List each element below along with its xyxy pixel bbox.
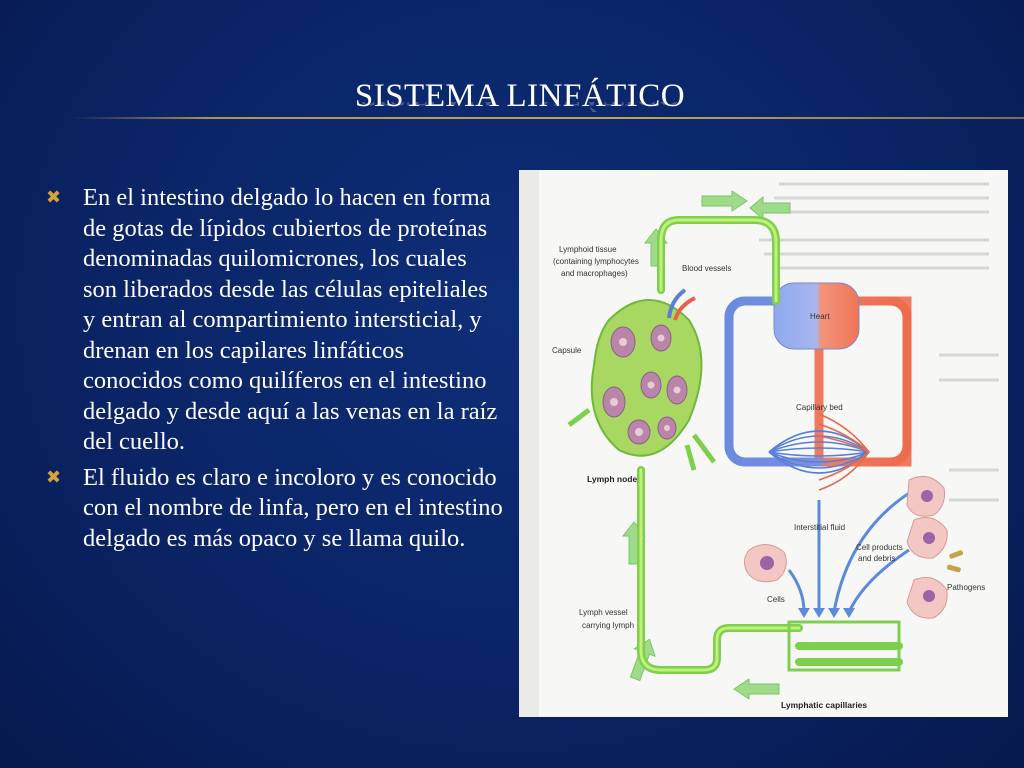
label-cells: Cells: [767, 595, 785, 604]
lymphatic-system-diagram: Lymphoid tissue (containing lymphocytes …: [519, 170, 1008, 717]
label-interstitial-fluid: Interstitial fluid: [794, 523, 845, 532]
label-lymph-vessel-2: carrying lymph: [582, 621, 634, 630]
cells: [743, 475, 948, 619]
slide-title: SISTEMA LINFÁTICO: [354, 78, 686, 114]
label-lymphatic-capillaries: Lymphatic capillaries: [781, 700, 867, 710]
label-lymph-node: Lymph node: [587, 474, 637, 484]
drainage-arrows: [787, 488, 915, 613]
label-pathogens: Pathogens: [947, 583, 985, 592]
heart-shape: [773, 282, 860, 350]
title-divider: [70, 117, 1024, 119]
lymph-node: [567, 299, 717, 471]
label-lymphoid-tissue-3: and macrophages): [561, 269, 628, 278]
x-bullet-icon: ✖: [46, 187, 62, 208]
bullet-text: En el intestino delgado lo hacen en form…: [83, 184, 498, 455]
label-cell-products-1: Cell products: [856, 543, 903, 552]
label-lymph-vessel-1: Lymph vessel: [579, 608, 628, 617]
bullet-list: ✖ En el intestino delgado lo hacen en fo…: [46, 183, 506, 559]
label-capillary-bed: Capillary bed: [796, 403, 843, 412]
label-lymphoid-tissue-1: Lymphoid tissue: [559, 245, 617, 254]
background-text-lines: [759, 182, 999, 502]
label-capsule: Capsule: [552, 346, 582, 355]
label-lymphoid-tissue-2: (containing lymphocytes: [553, 257, 639, 266]
bullet-text: El fluido es claro e incoloro y es conoc…: [83, 463, 503, 552]
x-bullet-icon: ✖: [46, 466, 62, 488]
slide-title-reflection: SISTEMA LINFÁTICO: [0, 102, 1024, 112]
label-heart: Heart: [810, 312, 830, 321]
pathogens-shape: [946, 550, 964, 573]
bullet-item: ✖ En el intestino delgado lo hacen en fo…: [46, 183, 506, 458]
bullet-item: ✖ El fluido es claro e incoloro y es con…: [46, 463, 506, 555]
label-cell-products-2: and debris: [858, 554, 895, 563]
label-blood-vessels: Blood vessels: [682, 264, 731, 273]
